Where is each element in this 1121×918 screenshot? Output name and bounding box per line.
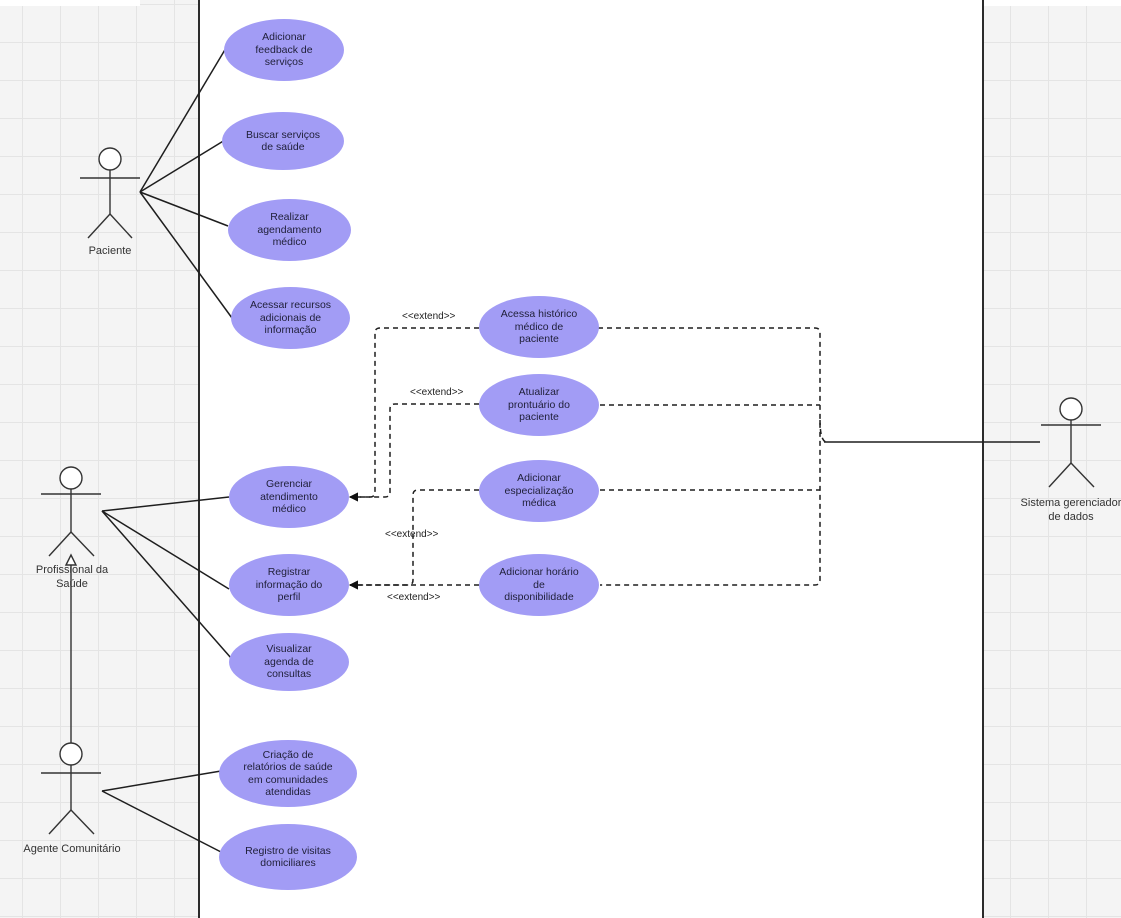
canvas-top-panel bbox=[0, 0, 140, 6]
associations-agente bbox=[101, 770, 222, 853]
canvas-top-panel-right bbox=[968, 0, 1121, 6]
extend-label-especializacao: <<extend>> bbox=[385, 529, 439, 540]
actor-paciente-label: Paciente bbox=[88, 245, 132, 257]
associations-paciente bbox=[139, 47, 233, 319]
actor-profissional-figure bbox=[41, 466, 101, 557]
actor-sistema-figure bbox=[1041, 397, 1101, 488]
system-dashed-bus bbox=[598, 327, 827, 586]
actor-paciente-figure bbox=[80, 147, 140, 239]
extend-label-horario: <<extend>> bbox=[387, 592, 441, 603]
extend-label-prontuario: <<extend>> bbox=[410, 387, 464, 398]
extend-label-historico: <<extend>> bbox=[402, 311, 456, 322]
extend-relations bbox=[349, 327, 479, 590]
generalization-agente-profissional bbox=[64, 553, 78, 743]
actor-profissional-label: Profissional da Saúde bbox=[35, 564, 109, 590]
actor-sistema-label: Sistema gerenciador de dados bbox=[1020, 497, 1121, 523]
associations-profissional bbox=[101, 496, 232, 659]
actor-agente-figure bbox=[41, 742, 101, 835]
actor-agente-label: Agente Comunitário bbox=[23, 843, 121, 855]
